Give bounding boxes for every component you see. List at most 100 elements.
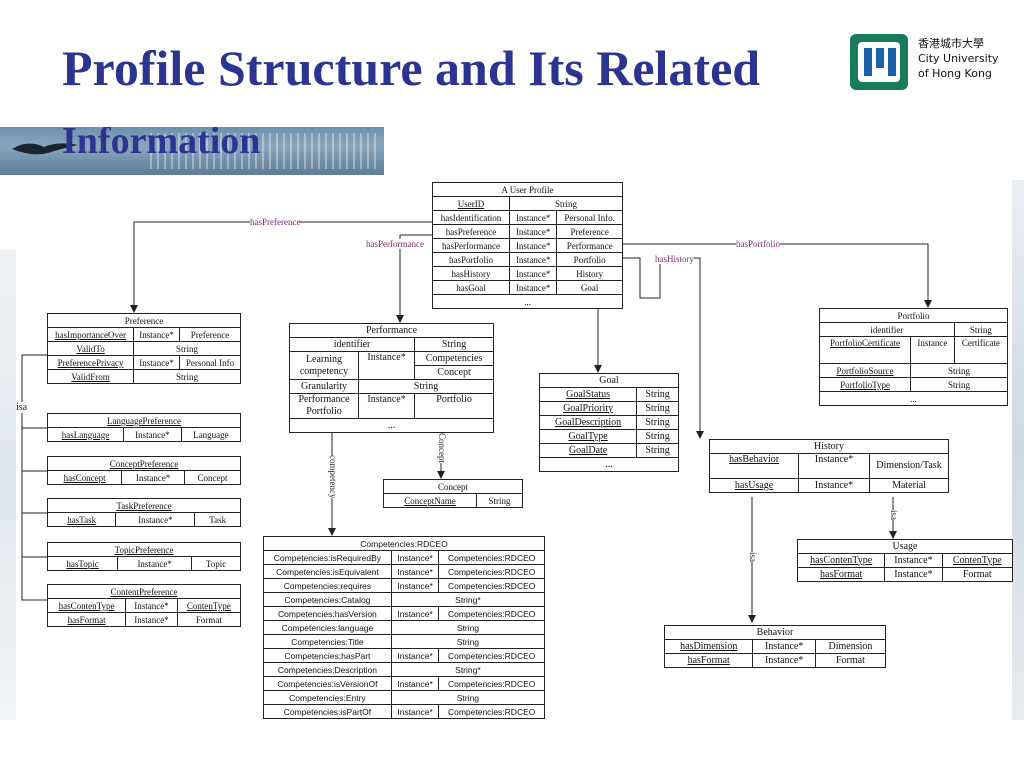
competencies-table: Competencies:RDCEO Competencies:isRequir… bbox=[263, 536, 546, 719]
table-cell: Preference bbox=[178, 327, 242, 342]
table-cell: Instance* bbox=[121, 470, 185, 485]
table-cell: Granularity bbox=[289, 379, 359, 394]
table-cell: Instance* bbox=[509, 280, 558, 295]
table-cell: Instance* bbox=[884, 567, 943, 582]
table-cell: Competencies:language bbox=[263, 620, 392, 635]
table-cell: Competencies:RDCEO bbox=[438, 648, 545, 663]
table-cell: Instance* bbox=[509, 252, 558, 267]
table-cell: Instance* bbox=[357, 393, 416, 419]
table-cell: Competencies:isRequiredBy bbox=[263, 550, 392, 565]
table-cell: hasDimension bbox=[663, 639, 754, 654]
topic-preference-title: TopicPreference bbox=[47, 542, 241, 557]
logo-line2: of Hong Kong bbox=[918, 67, 992, 80]
table-cell: String bbox=[390, 620, 546, 635]
table-cell: Competencies:hasPart bbox=[263, 648, 392, 663]
table-more: ... bbox=[289, 418, 494, 433]
table-cell: String* bbox=[390, 662, 546, 677]
table-cell: Material bbox=[869, 478, 949, 493]
table-cell: String* bbox=[390, 592, 546, 607]
table-cell: String bbox=[910, 377, 1008, 392]
edge-has-preference bbox=[130, 221, 432, 313]
table-cell: hasUsage bbox=[708, 478, 800, 493]
table-cell: Instance* bbox=[133, 327, 180, 342]
table-cell: Dimension bbox=[814, 639, 887, 654]
table-cell: String bbox=[636, 415, 679, 430]
table-cell: GoalDate bbox=[538, 443, 638, 458]
table-cell: String bbox=[636, 429, 679, 444]
table-cell: Goal bbox=[556, 280, 623, 295]
logo-chinese: 香港城市大學 bbox=[918, 37, 984, 50]
table-cell: hasContenType bbox=[796, 553, 886, 568]
edge-isa-preference bbox=[21, 354, 47, 601]
table-cell: Competencies:RDCEO bbox=[438, 550, 545, 565]
table-cell: Instance* bbox=[357, 351, 416, 380]
table-cell: Instance* bbox=[752, 653, 816, 668]
table-cell: Instance* bbox=[390, 704, 440, 719]
history-title: History bbox=[709, 439, 949, 454]
label-competency: competency bbox=[328, 455, 338, 499]
table-more: ... bbox=[539, 457, 679, 472]
table-cell: Instance* bbox=[117, 556, 193, 571]
label-has-performance: hasPerformance bbox=[366, 239, 424, 249]
table-cell: Dimension/Task bbox=[869, 453, 949, 479]
table-cell: Instance* bbox=[509, 266, 558, 281]
table-cell: hasHistory bbox=[431, 266, 511, 281]
table-cell: Personal Info bbox=[178, 355, 242, 370]
table-cell: Instance bbox=[910, 336, 955, 364]
table-cell: PreferencePrivacy bbox=[46, 355, 135, 370]
table-cell: hasIdentification bbox=[431, 210, 511, 225]
table-cell: Competencies:Description bbox=[263, 662, 392, 677]
table-cell: Instance* bbox=[752, 639, 816, 654]
table-cell: ContenType bbox=[941, 553, 1014, 568]
table-cell: String bbox=[636, 401, 679, 416]
table-cell: Competencies:Title bbox=[263, 634, 392, 649]
table-cell: identifier bbox=[288, 337, 416, 352]
table-cell: Instance* bbox=[798, 453, 870, 479]
table-cell: hasBehavior bbox=[708, 453, 800, 479]
table-cell: History bbox=[556, 266, 623, 281]
table-cell: Instance* bbox=[390, 606, 440, 621]
table-more: ... bbox=[819, 391, 1008, 406]
table-cell: Competencies:hasVersion bbox=[263, 606, 392, 621]
table-cell: String bbox=[475, 493, 524, 508]
preference-title: Preference bbox=[47, 313, 241, 328]
table-cell: Instance* bbox=[798, 478, 870, 493]
table-cell: Performance bbox=[556, 238, 623, 253]
table-cell: Competencies:RDCEO bbox=[438, 676, 545, 691]
logo-line1: City University bbox=[918, 52, 999, 65]
table-cell: Format bbox=[941, 567, 1014, 582]
table-cell: Instance* bbox=[390, 648, 440, 663]
table-cell: Instance* bbox=[125, 598, 178, 613]
label-concept: Concept bbox=[437, 433, 447, 463]
cityu-logo-icon bbox=[850, 34, 908, 90]
table-cell: GoalPriority bbox=[538, 401, 638, 416]
table-cell: Instance* bbox=[133, 355, 180, 370]
table-cell: Portfolio bbox=[414, 393, 494, 419]
table-cell: Instance* bbox=[390, 564, 440, 579]
usage-title: Usage bbox=[797, 539, 1013, 554]
table-cell: Instance* bbox=[509, 238, 558, 253]
table-cell: hasPreference bbox=[431, 224, 511, 239]
table-cell: ValidTo bbox=[46, 341, 135, 356]
table-cell: Competencies:RDCEO bbox=[438, 606, 545, 621]
label-has-portfolio: hasPortfolio bbox=[736, 239, 780, 249]
table-cell: Competencies:isEquivalent bbox=[263, 564, 392, 579]
table-cell: String bbox=[358, 379, 494, 394]
table-cell: Instance* bbox=[390, 578, 440, 593]
slide-title: Profile Structure and Its Related bbox=[62, 40, 761, 96]
table-cell: ConceptName bbox=[383, 493, 477, 508]
